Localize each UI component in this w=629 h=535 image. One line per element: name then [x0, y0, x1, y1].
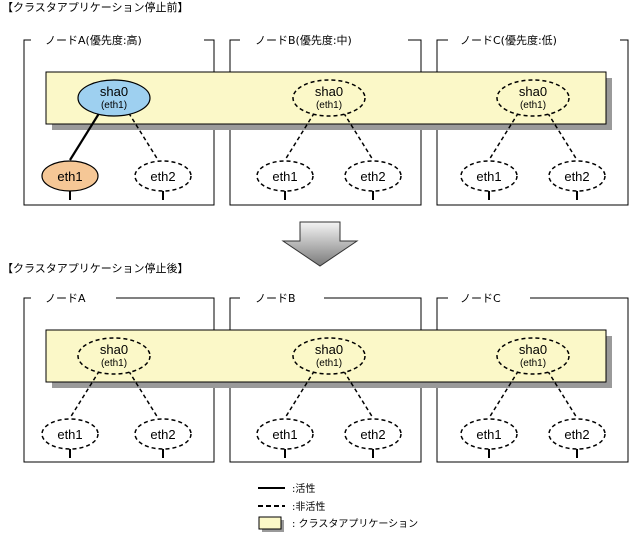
legend-app-swatch — [258, 516, 282, 530]
after-eth1-b — [256, 418, 314, 450]
legend-app-label: : クラスタアプリケーション — [292, 518, 418, 530]
after-eth2-b — [344, 418, 402, 450]
before-sha0-a-label: sha0 — [100, 84, 128, 99]
before-eth1-c — [460, 160, 518, 192]
after-eth2-c — [548, 418, 606, 450]
before-sha0-a-active — [77, 79, 151, 117]
after-node-b-label: ノードB — [255, 292, 296, 305]
legend-active-label: :活性 — [292, 482, 315, 495]
legend: :活性 :非活性 : クラスタアプリケーション — [258, 482, 418, 532]
before-sha0-a-sub: (eth1) — [101, 100, 127, 111]
before-cable-stubs — [69, 191, 578, 200]
before-node-a-label: ノードA(優先度:高) — [45, 33, 142, 47]
after-sha0-a-label: sha0 — [100, 342, 128, 357]
after-node-c-label: ノードC — [460, 292, 501, 305]
before-node-c-label: ノードC(優先度:低) — [460, 33, 557, 47]
after-eth1-c-label: eth1 — [476, 427, 501, 442]
legend-inactive-label: :非活性 — [292, 500, 325, 513]
before-eth2-b-label: eth2 — [360, 169, 385, 184]
before-sha0-c — [496, 79, 570, 117]
transition-arrow — [281, 221, 359, 267]
after-sha0-c-sub: (eth1) — [520, 358, 546, 369]
after-title: 【クラスタアプリケーション停止後】 — [2, 261, 189, 275]
after-eth2-a — [134, 418, 192, 450]
after-sha0-a — [77, 337, 151, 375]
after-sha0-b-sub: (eth1) — [316, 358, 342, 369]
after-sha0-c-label: sha0 — [519, 342, 547, 357]
before-eth2-c — [548, 160, 606, 192]
before-connections — [69, 106, 578, 161]
before-eth2-a-label: eth2 — [150, 169, 175, 184]
before-eth2-b — [344, 160, 402, 192]
before-eth1-a-label: eth1 — [57, 169, 82, 184]
before-eth2-c-label: eth2 — [564, 169, 589, 184]
after-eth2-a-label: eth2 — [150, 427, 175, 442]
after-eth1-b-label: eth1 — [272, 427, 297, 442]
after-sha0-b-label: sha0 — [315, 342, 343, 357]
after-node-frames — [23, 297, 629, 463]
after-sha0-a-sub: (eth1) — [101, 358, 127, 369]
before-sha0-b-sub: (eth1) — [316, 100, 342, 111]
after-eth1-a-label: eth1 — [57, 427, 82, 442]
before-sha0-c-sub: (eth1) — [520, 100, 546, 111]
after-sha0-b — [292, 337, 366, 375]
before-title: 【クラスタアプリケーション停止前】 — [2, 0, 189, 14]
after-connections — [69, 364, 578, 419]
before-sha0-b — [292, 79, 366, 117]
after-sha0-c — [496, 337, 570, 375]
before-node-b-label: ノードB(優先度:中) — [255, 33, 352, 47]
before-eth1-b-label: eth1 — [272, 169, 297, 184]
before-eth2-a — [134, 160, 192, 192]
before-node-frames — [23, 39, 629, 206]
after-eth1-a — [41, 418, 99, 450]
after-cable-stubs — [69, 449, 578, 458]
after-eth2-c-label: eth2 — [564, 427, 589, 442]
before-sha0-b-label: sha0 — [315, 84, 343, 99]
after-node-a-label: ノードA — [45, 292, 86, 305]
before-eth1-b — [256, 160, 314, 192]
before-eth1-c-label: eth1 — [476, 169, 501, 184]
after-eth2-b-label: eth2 — [360, 427, 385, 442]
before-sha0-c-label: sha0 — [519, 84, 547, 99]
after-eth1-c — [460, 418, 518, 450]
